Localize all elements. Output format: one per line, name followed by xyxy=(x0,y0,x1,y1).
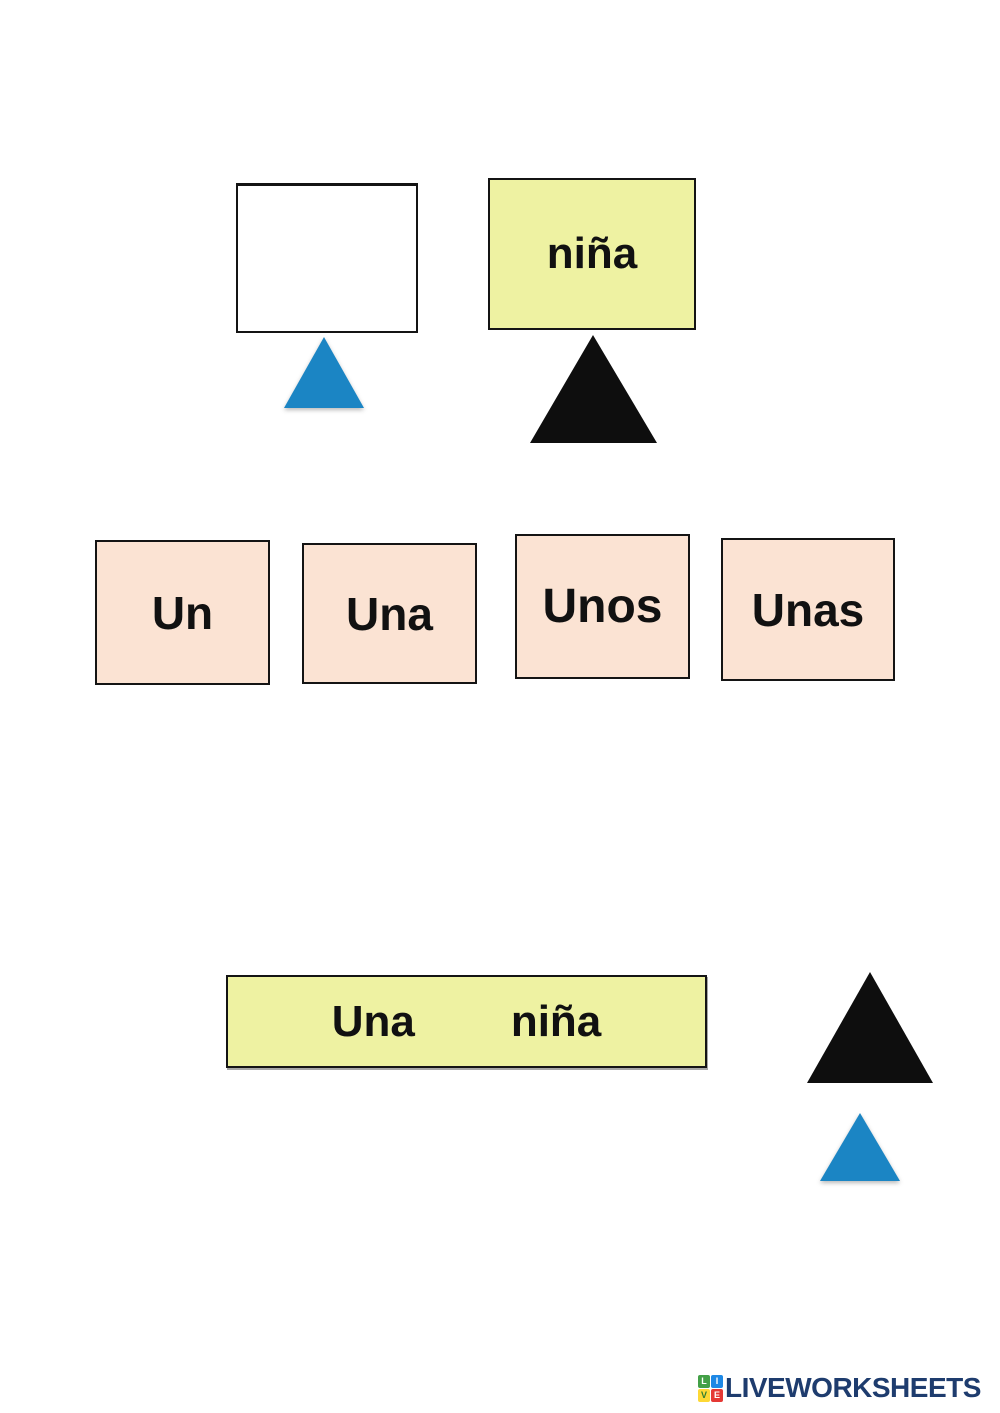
black-triangle-icon xyxy=(530,335,657,443)
word-card-una[interactable]: Una xyxy=(302,543,477,684)
blue-triangle-shape xyxy=(284,337,364,408)
logo-tile-i: I xyxy=(711,1374,723,1388)
word-card-unas[interactable]: Unas xyxy=(721,538,895,681)
blue-triangle-icon xyxy=(820,1113,900,1181)
blue-triangle-icon xyxy=(284,337,364,408)
word-card-un[interactable]: Un xyxy=(95,540,270,685)
word-card-unas-label: Unas xyxy=(751,583,865,636)
blue-triangle-shape xyxy=(820,1113,900,1181)
word-card-unos-label: Unos xyxy=(542,580,663,633)
logo-tile-e: E xyxy=(711,1388,723,1402)
word-card-una-label: Una xyxy=(346,587,433,640)
answer-word-una: Una xyxy=(331,996,415,1046)
black-triangle-shape xyxy=(530,335,657,443)
liveworksheets-logo[interactable]: L I V E LIVEWORKSHEETS xyxy=(698,1374,981,1402)
brand-wordmark: LIVEWORKSHEETS xyxy=(725,1372,981,1403)
answer-word-nina: niña xyxy=(510,996,602,1046)
logo-tile-l: L xyxy=(698,1374,710,1388)
nina-word-box[interactable]: niña xyxy=(488,178,696,330)
answer-sentence-box[interactable]: Una niña xyxy=(226,975,707,1068)
liveworksheets-grid-icon: L I V E xyxy=(698,1374,723,1402)
logo-tile-v: V xyxy=(698,1388,710,1402)
empty-answer-drop-box[interactable] xyxy=(236,183,418,333)
nina-word-label: niña xyxy=(546,229,638,278)
word-card-un-label: Un xyxy=(151,586,214,639)
black-triangle-icon xyxy=(807,972,933,1083)
word-card-unos[interactable]: Unos xyxy=(515,534,690,679)
black-triangle-shape xyxy=(807,972,933,1083)
